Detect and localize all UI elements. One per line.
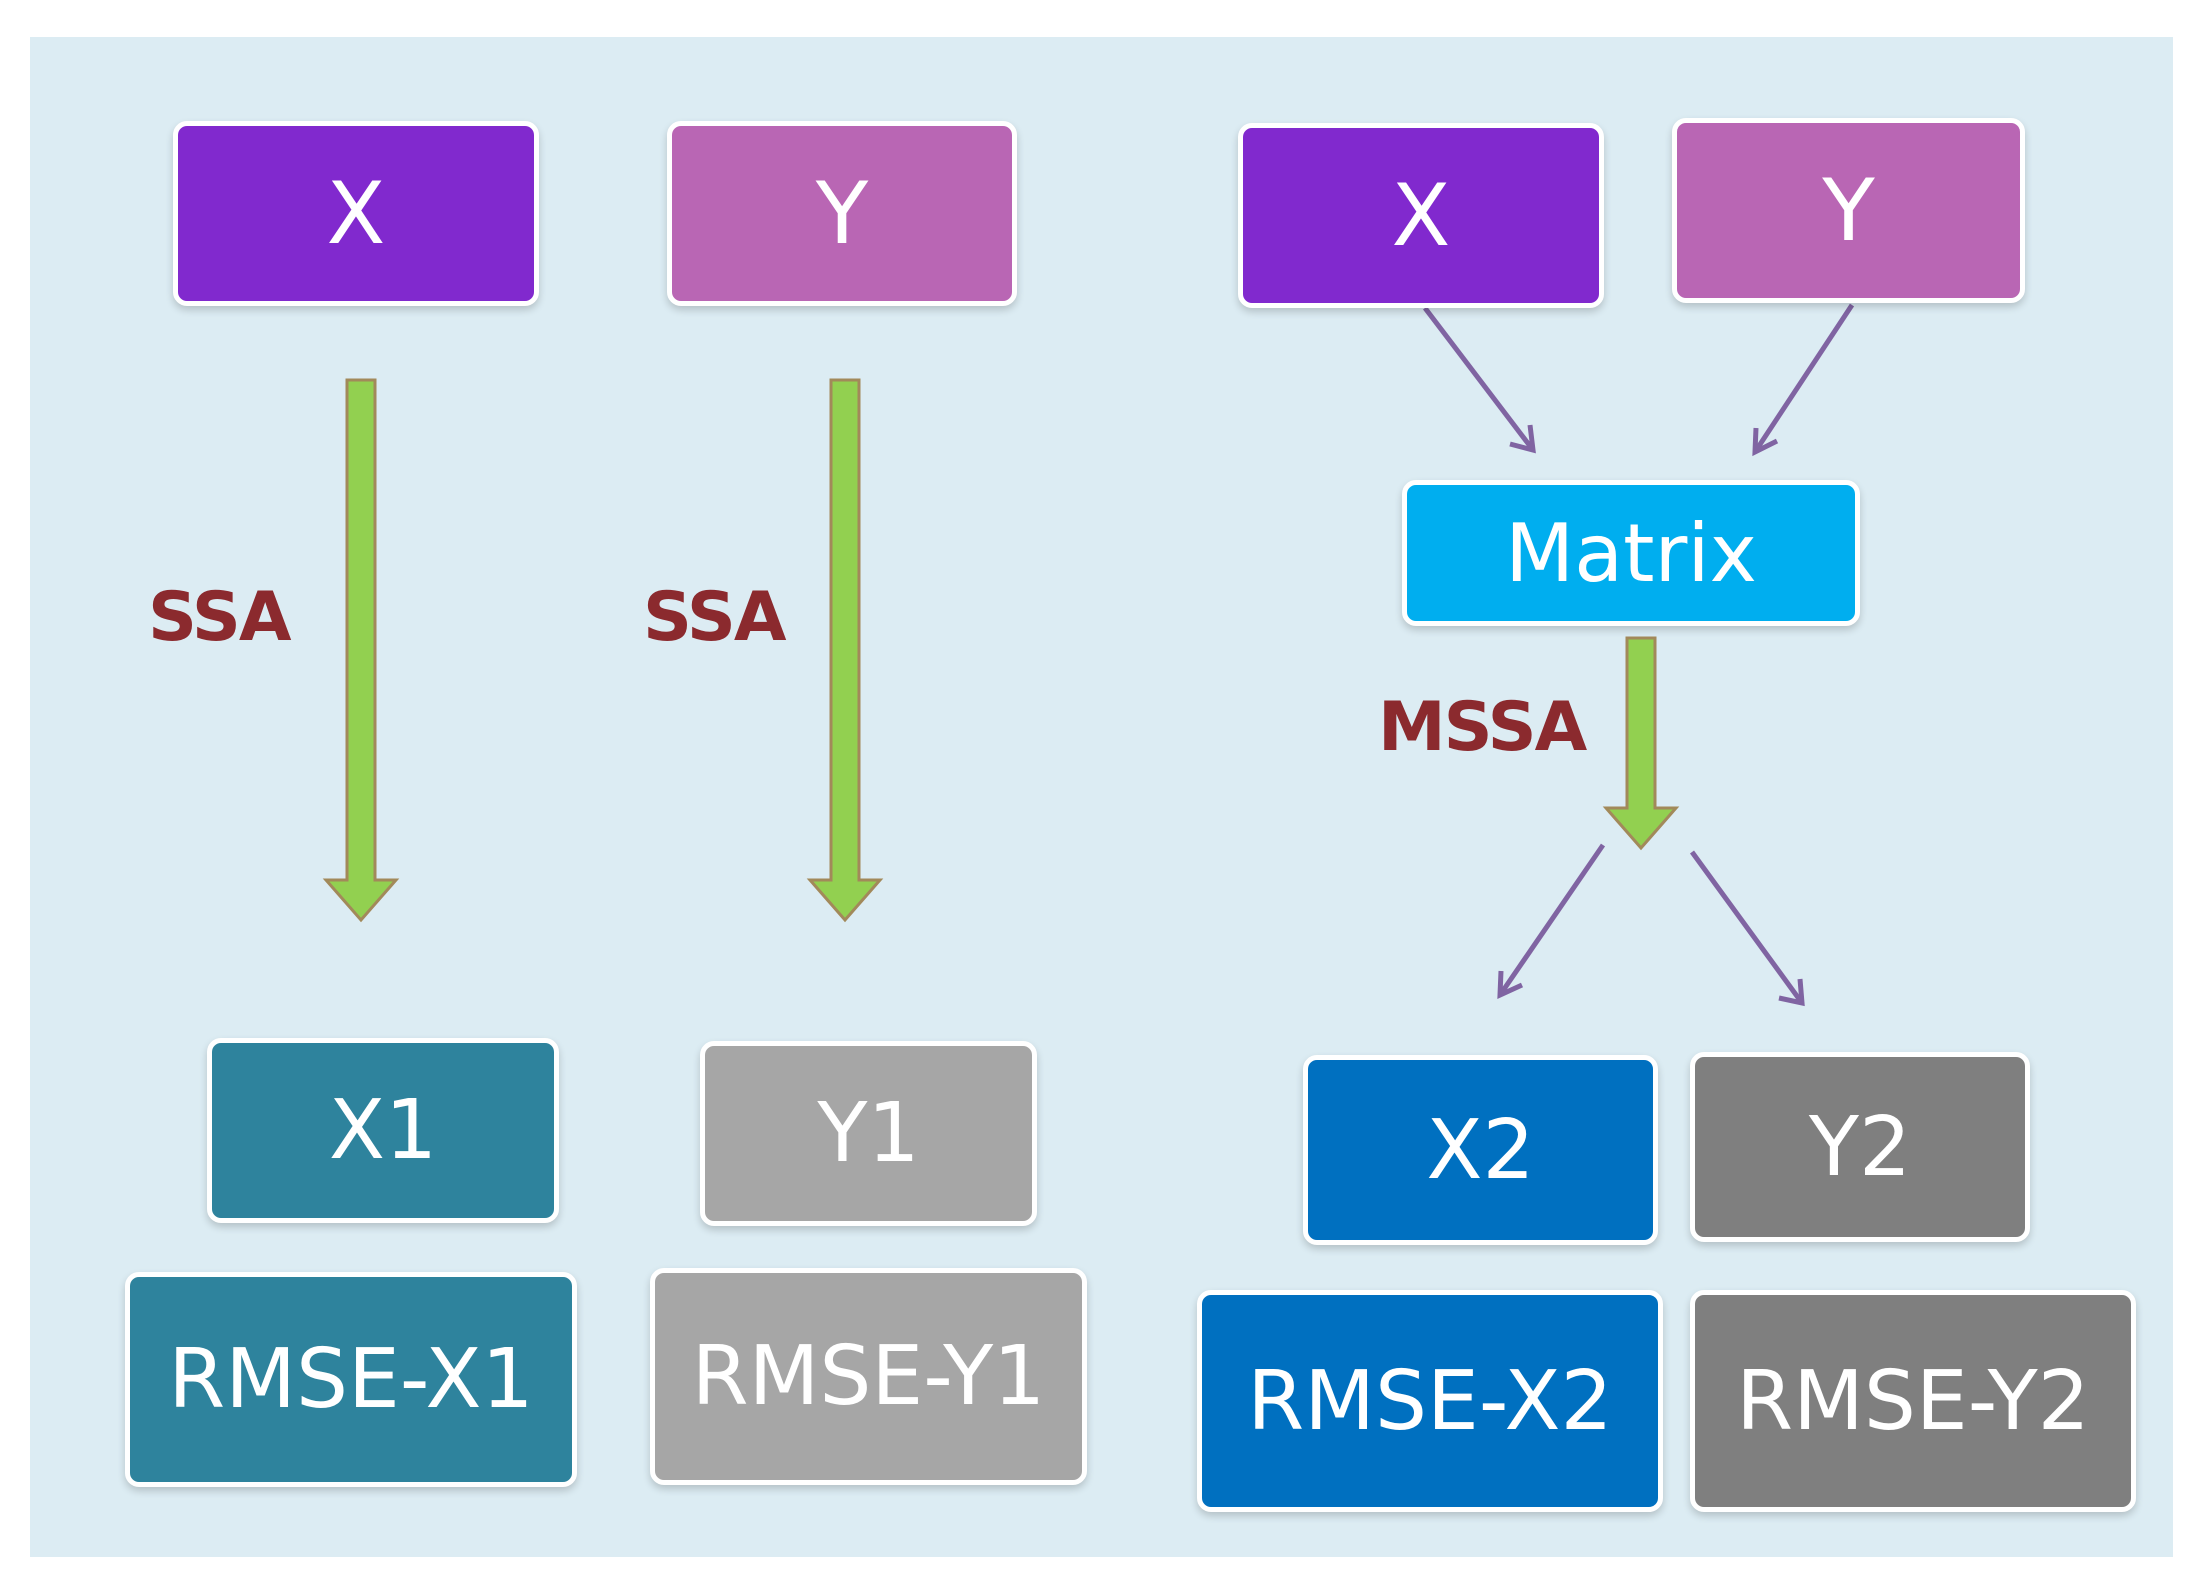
- x2-output-box: X2: [1303, 1055, 1658, 1245]
- connector-mssa-to-x2: [1497, 843, 1606, 997]
- y2-output-box: Y2: [1690, 1052, 2030, 1242]
- connector-y-to-matrix-head: [1752, 427, 1779, 457]
- y1-output-label: Y1: [817, 1086, 920, 1181]
- mssa-label: MSSA: [1378, 688, 1587, 767]
- rmse-y1-label: RMSE-Y1: [691, 1329, 1046, 1424]
- matrix-box: Matrix: [1402, 480, 1860, 626]
- y2-output-label: Y2: [1808, 1099, 1912, 1195]
- rmse-y2-label: RMSE-Y2: [1736, 1353, 2090, 1449]
- x2-output-label: X2: [1426, 1102, 1535, 1198]
- ssa-label-x: SSA: [148, 578, 292, 657]
- connector-arrows: [1423, 303, 1855, 1007]
- ssa-label-y: SSA: [643, 578, 787, 657]
- x-input-label-mssa: X: [1391, 165, 1451, 266]
- ssa-arrow-x: [322, 378, 400, 923]
- connector-mssa-to-x2-head: [1497, 970, 1524, 999]
- connector-y-to-matrix: [1752, 303, 1855, 454]
- ssa-arrow-y: [806, 378, 884, 923]
- x1-output-label: X1: [328, 1083, 438, 1178]
- rmse-x1-label: RMSE-X1: [168, 1332, 534, 1427]
- mssa-arrow: [1602, 636, 1680, 851]
- y-input-box: Y: [667, 121, 1017, 306]
- rmse-y1-box: RMSE-Y1: [650, 1268, 1087, 1485]
- rmse-x1-box: RMSE-X1: [125, 1272, 577, 1487]
- connector-x-to-matrix-head: [1509, 424, 1536, 454]
- rmse-x2-label: RMSE-X2: [1247, 1353, 1613, 1449]
- y-input-label: Y: [815, 163, 869, 264]
- x1-output-box: X1: [207, 1038, 559, 1223]
- y1-output-box: Y1: [700, 1041, 1037, 1226]
- x-input-label: X: [326, 163, 386, 264]
- connector-x-to-matrix: [1423, 306, 1535, 452]
- connector-mssa-to-y2: [1689, 850, 1805, 1005]
- rmse-y2-box: RMSE-Y2: [1690, 1290, 2136, 1512]
- x-input-box: X: [173, 121, 539, 306]
- connector-mssa-to-y2-head: [1778, 978, 1805, 1007]
- matrix-label: Matrix: [1505, 506, 1757, 600]
- rmse-x2-box: RMSE-X2: [1197, 1290, 1663, 1512]
- y-input-label-mssa: Y: [1822, 160, 1875, 261]
- y-input-box-mssa: Y: [1672, 118, 2025, 303]
- x-input-box-mssa: X: [1238, 123, 1604, 308]
